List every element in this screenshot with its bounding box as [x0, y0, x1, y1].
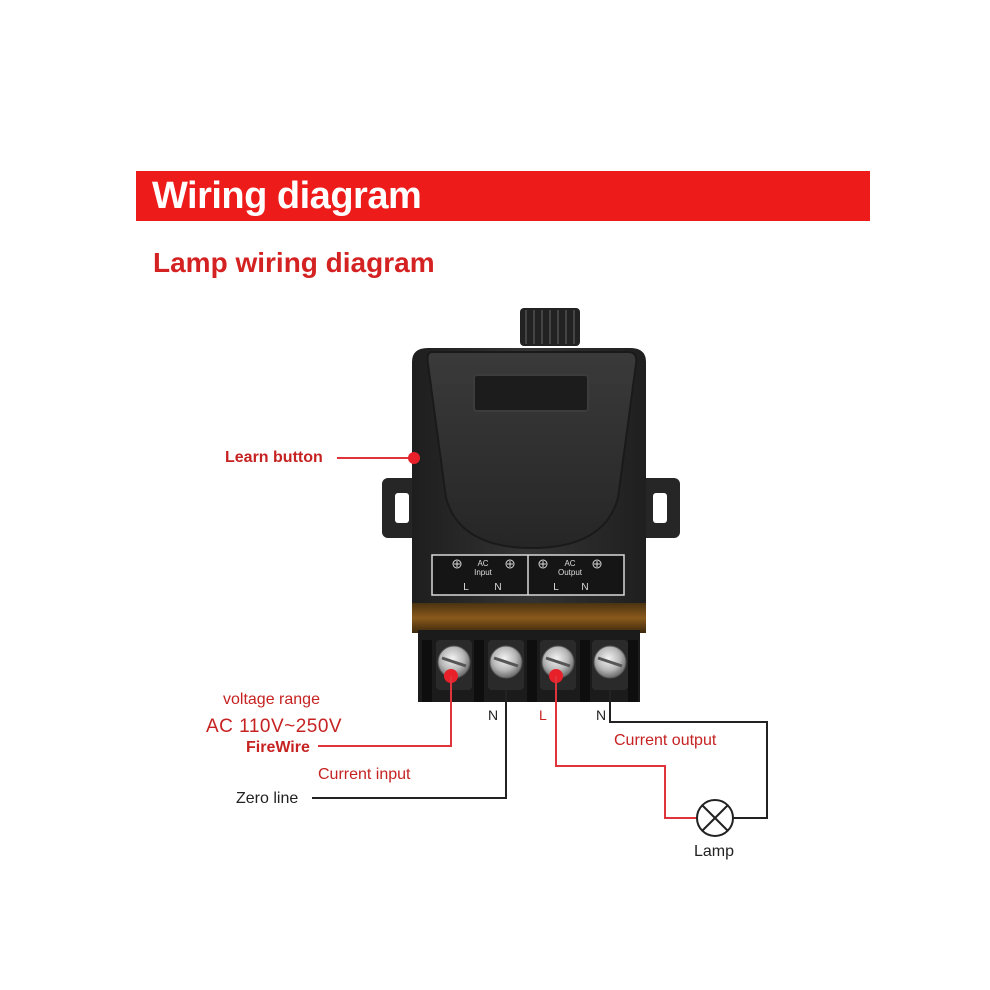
antenna: [520, 308, 580, 346]
terminal-screw-icon: [592, 640, 628, 690]
lamp-symbol-icon: [696, 799, 734, 837]
diagram-subtitle: Lamp wiring diagram: [153, 247, 435, 278]
terminal-n-input-label: N: [488, 707, 499, 723]
terminal-screw-icon: [488, 640, 524, 690]
terminal-screw-icon: [436, 640, 472, 690]
terminal-cover: [412, 603, 646, 633]
learn-button-label: Learn button: [225, 449, 323, 466]
mounting-ear-right: [640, 478, 680, 538]
lamp-label: Lamp: [694, 843, 735, 860]
title-banner: Wiring diagram: [136, 171, 870, 221]
neutral-return-wire: [609, 690, 768, 819]
live-output-wire: [555, 676, 697, 819]
ac-input-n: N: [494, 582, 501, 593]
firewire-wire: [318, 676, 452, 747]
zero-line-label: Zero line: [236, 790, 299, 807]
terminal-n-output-label: N: [596, 707, 607, 723]
voltage-value-label: AC 110V~250V: [206, 716, 343, 737]
terminal-l-output-label: L: [539, 707, 547, 723]
ac-input-block: AC Input L N: [452, 559, 515, 593]
ac-output-l: L: [553, 582, 559, 593]
zero-line-wire: [312, 690, 507, 799]
ac-input-l: L: [463, 582, 469, 593]
current-output-label: Current output: [614, 732, 717, 749]
voltage-range-label: voltage range: [223, 691, 320, 708]
ac-output-n: N: [581, 582, 588, 593]
ac-input-title-2: Input: [474, 568, 493, 577]
cover-label-window: [473, 374, 589, 412]
ac-output-block: AC Output L N: [538, 559, 602, 593]
firewire-label: FireWire: [246, 739, 310, 756]
current-input-label: Current input: [318, 766, 411, 783]
ac-output-title-2: Output: [558, 568, 583, 577]
page-title: Wiring diagram: [152, 175, 422, 217]
learn-button-dot-icon: [408, 452, 420, 464]
ac-input-title-1: AC: [477, 559, 488, 568]
ac-output-title-1: AC: [564, 559, 575, 568]
terminal-screw-icon: [540, 640, 576, 690]
